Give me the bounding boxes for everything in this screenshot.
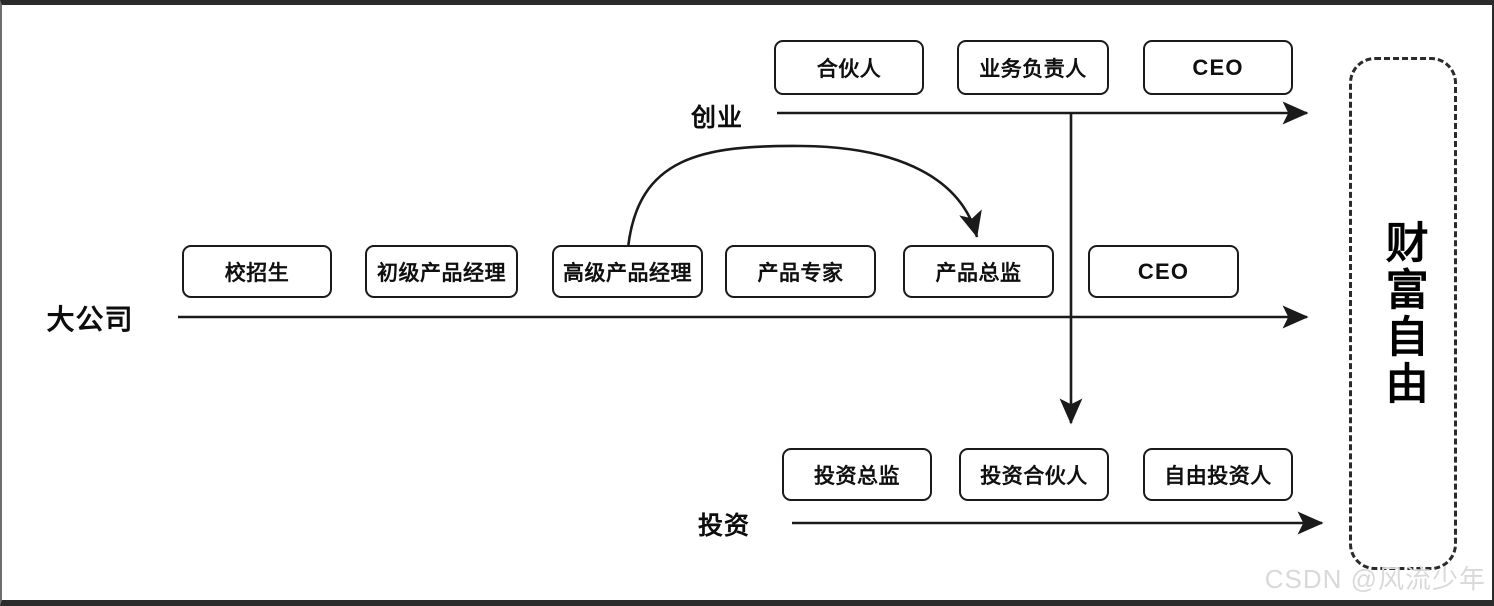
node-bigco-product-expert[interactable]: 产品专家 — [725, 245, 876, 298]
node-bigco-junior-pm[interactable]: 初级产品经理 — [365, 245, 518, 298]
node-bigco-campus-hire[interactable]: 校招生 — [182, 245, 332, 298]
node-startup-business-lead[interactable]: 业务负责人 — [957, 40, 1109, 95]
node-invest-partner[interactable]: 投资合伙人 — [959, 448, 1109, 501]
node-startup-ceo[interactable]: CEO — [1143, 40, 1293, 95]
goal-box-wealth-freedom: 财富自由 — [1349, 57, 1457, 570]
track-label-startup: 创业 — [690, 104, 744, 132]
node-bigco-product-director[interactable]: 产品总监 — [903, 245, 1054, 298]
node-invest-director[interactable]: 投资总监 — [782, 448, 932, 501]
track-label-investment: 投资 — [697, 512, 751, 540]
goal-label: 财富自由 — [1379, 219, 1428, 408]
track-label-big-company: 大公司 — [46, 304, 134, 335]
watermark: CSDN @风流少年 — [1264, 564, 1486, 594]
node-invest-independent[interactable]: 自由投资人 — [1143, 448, 1293, 501]
node-bigco-ceo[interactable]: CEO — [1088, 245, 1239, 298]
node-startup-partner[interactable]: 合伙人 — [774, 40, 924, 95]
diagram-canvas: 创业 大公司 投资 合伙人 业务负责人 CEO 校招生 初级产品经理 高级产品经… — [2, 5, 1492, 600]
skip-level-arc — [626, 144, 982, 249]
node-bigco-senior-pm[interactable]: 高级产品经理 — [552, 245, 703, 298]
